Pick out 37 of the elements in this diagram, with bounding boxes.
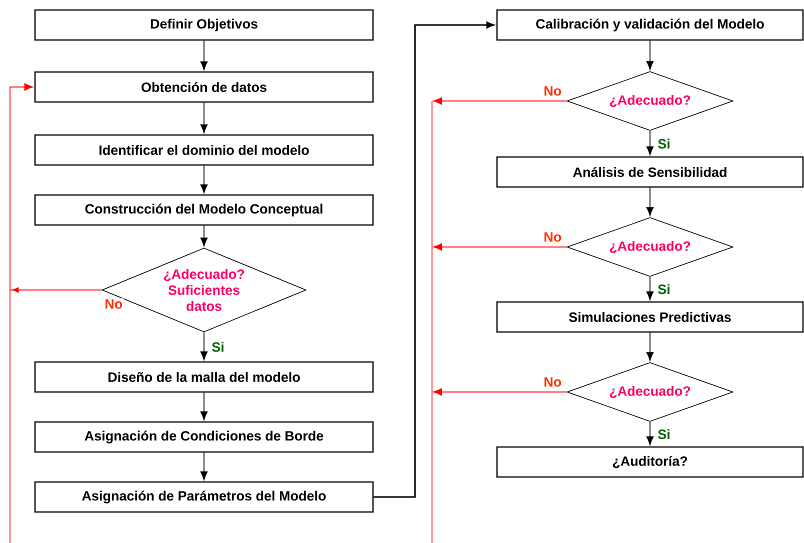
process-box: Construcción del Modelo Conceptual [34, 194, 374, 226]
process-box: Simulaciones Predictivas [496, 301, 804, 333]
arrow [433, 243, 568, 251]
arrow [200, 332, 208, 360]
arrow [10, 83, 102, 293]
arrow [646, 130, 654, 156]
process-box: Calibración y validación del Modelo [496, 9, 804, 41]
edge-label: No [104, 298, 124, 310]
process-box: Obtención de datos [34, 71, 374, 103]
process-box: Identificar el dominio del modelo [34, 134, 374, 166]
arrow [374, 22, 494, 498]
arrow [646, 40, 654, 70]
edge-label: Si [656, 428, 672, 440]
process-box: Análisis de Sensibilidad [496, 156, 804, 188]
arrow [646, 187, 654, 216]
arrow [433, 388, 568, 396]
process-box: Asignación de Parámetros del Modelo [34, 481, 374, 513]
edge-label: No [542, 231, 563, 243]
edge-label: No [542, 85, 563, 97]
arrow [200, 102, 208, 134]
edge-label: No [542, 376, 563, 388]
edge-label: Si [210, 340, 226, 353]
edge-label: Si [656, 138, 672, 150]
arrow [646, 276, 654, 300]
process-box: Definir Objetivos [34, 9, 374, 41]
edge-label: Si [656, 283, 672, 296]
arrow [433, 97, 568, 105]
process-box: Asignación de Condiciones de Borde [34, 421, 374, 453]
arrow [646, 332, 654, 361]
arrow [200, 165, 208, 194]
arrow [200, 40, 208, 70]
arrow [646, 421, 654, 446]
process-box: ¿Auditoría? [496, 446, 804, 478]
process-box: Diseño de la malla del modelo [34, 361, 374, 393]
arrow [200, 392, 208, 420]
arrow [200, 225, 208, 246]
arrow [200, 452, 208, 480]
